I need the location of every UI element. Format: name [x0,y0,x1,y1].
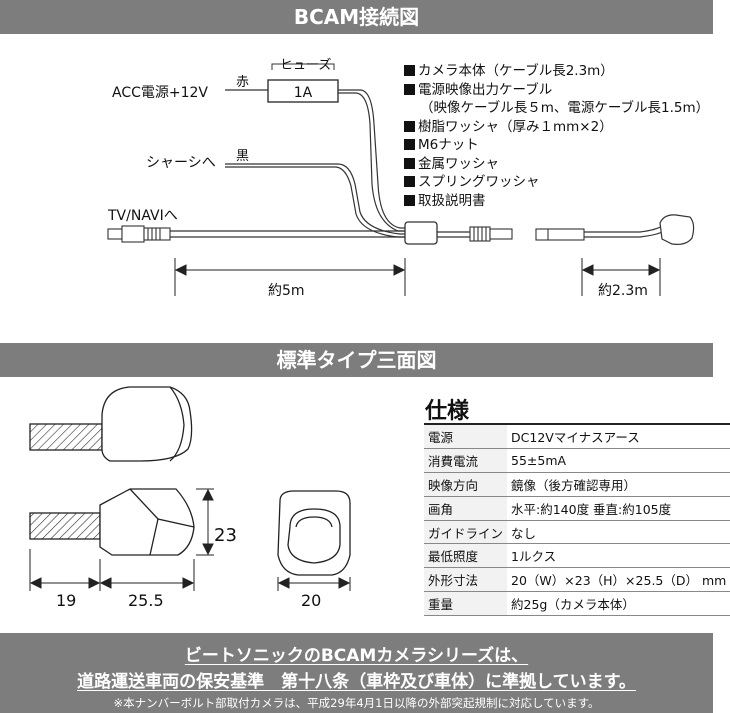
side-view [29,488,195,556]
parts-item: 取扱説明書 [404,192,709,211]
footer-note: ※本ナンバーボルト部取付カメラは、平成29年4月1日以降の外部突起規制に対応して… [113,696,600,710]
three-view-drawing [29,386,351,591]
camera-head-small [659,214,695,245]
dim-depth: 25.5 [128,591,164,610]
parts-item: カメラ本体（ケーブル長2.3m） [404,62,709,81]
chassis-label: シャーシへ [146,155,216,171]
wiring-title: BCAM接続図 [293,5,420,29]
acc-label: ACC電源+12V [112,85,209,101]
tvnavi-label: TV/NAVIへ [108,208,178,224]
camera-connector [535,228,585,241]
fuse-label: ヒューズ [280,58,332,73]
red-wire-label: 赤 [236,75,250,90]
black-wire-label: 黒 [236,149,250,164]
table-row: 画角水平:約140度 垂直:約105度 [424,496,730,521]
rca-plug [107,225,171,243]
spec-title: 仕様 [425,399,470,424]
footer-line1: ビートソニックのBCAMカメラシリーズは、 [184,646,529,666]
parts-list: カメラ本体（ケーブル長2.3m） 電源映像出力ケーブル （映像ケーブル長５m、電… [404,62,709,210]
top-view [29,386,193,462]
table-row: 重量約25g（カメラ本体） [424,591,730,617]
fuse-value: 1A [294,85,313,101]
black-wire [225,163,405,235]
junction-box [404,221,438,245]
footer-banner: ビートソニックのBCAMカメラシリーズは、 道路運送車両の保安基準 第十八条（車… [0,633,713,713]
footer-line2: 道路運送車両の保安基準 第十八条（車枠及び車体）に準拠しています。 [77,672,636,692]
red-wire-to-junction [338,89,405,229]
table-row: ガイドラインなし [424,520,730,545]
parts-item: 金属ワッシャ [404,155,709,174]
dim-cable: 19 [56,591,77,610]
video-connector [469,226,513,242]
parts-item: M6ナット [404,136,709,155]
dimension-lines [29,488,351,591]
parts-item-sub: （映像ケーブル長５m、電源ケーブル長1.5m） [420,100,710,116]
parts-item: 電源映像出力ケーブル [404,81,709,100]
fuse-box [267,79,339,103]
length-5m-label: 約5m [268,283,305,299]
dim-width: 20 [301,591,322,610]
wiring-diagram: 1A [107,63,695,296]
parts-item: スプリングワッシャ [404,173,709,192]
section-header-three-view: 標準タイプ三面図 [0,343,713,377]
three-view-title: 標準タイプ三面図 [276,348,437,372]
table-row: 映像方向鏡像（後方確認専用） [424,472,730,497]
parts-item: 樹脂ワッシャ（厚み１mm×2） [404,118,709,137]
length-2-3m-label: 約2.3m [598,283,648,299]
front-view [277,490,351,576]
dim-height: 23 [214,525,237,546]
section-header-wiring: BCAM接続図 [0,0,713,34]
